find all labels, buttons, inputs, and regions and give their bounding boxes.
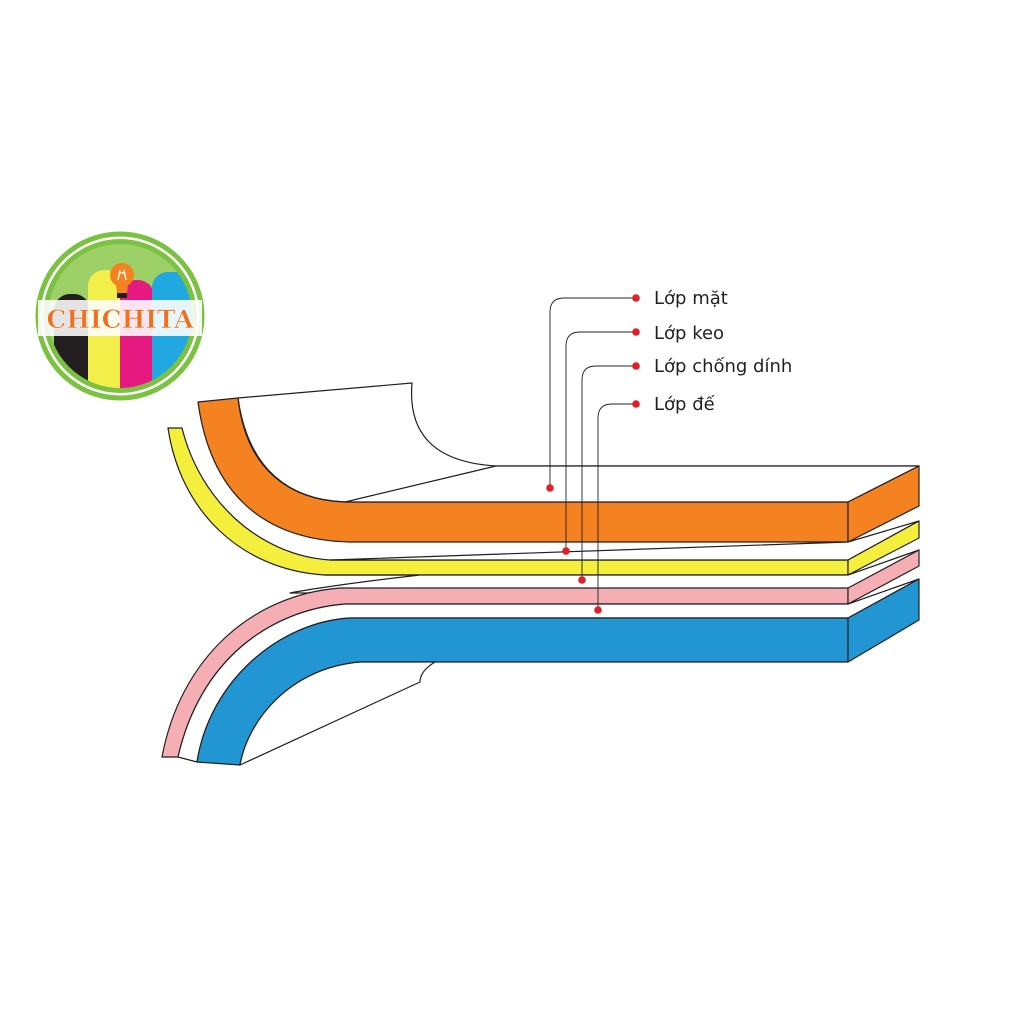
leader-release: [581, 365, 636, 580]
layer-adhesive-side: [847, 520, 920, 576]
leader-adhesive: [565, 331, 636, 551]
base-bottom-liner: [239, 661, 436, 766]
marker-base-dot: [594, 606, 602, 614]
label-adhesive: Lớp keo: [654, 323, 724, 344]
layer-release-side: [847, 549, 920, 605]
leader-surface: [549, 297, 636, 488]
marker-adhesive-end: [632, 328, 640, 336]
layer-base-side: [847, 578, 920, 663]
logo-text: CHICHITA: [46, 305, 194, 334]
marker-release-dot: [578, 576, 586, 584]
label-release: Lớp chống dính: [654, 356, 792, 377]
label-surface: Lớp mặt: [654, 288, 728, 309]
marker-adhesive-dot: [562, 547, 570, 555]
bulb-icon: [110, 263, 134, 298]
callouts: Lớp mặt Lớp keo Lớp chống dính Lớp đế: [546, 288, 792, 614]
logo-text-band: [38, 300, 202, 336]
marker-base-end: [632, 400, 640, 408]
layer-surface-side: [847, 465, 920, 543]
marker-surface-end: [632, 294, 640, 302]
marker-surface-dot: [546, 484, 554, 492]
label-base: Lớp đế: [654, 394, 716, 415]
marker-release-end: [632, 362, 640, 370]
chichita-logo: CHICHITA: [35, 231, 205, 401]
leader-base: [597, 403, 636, 610]
